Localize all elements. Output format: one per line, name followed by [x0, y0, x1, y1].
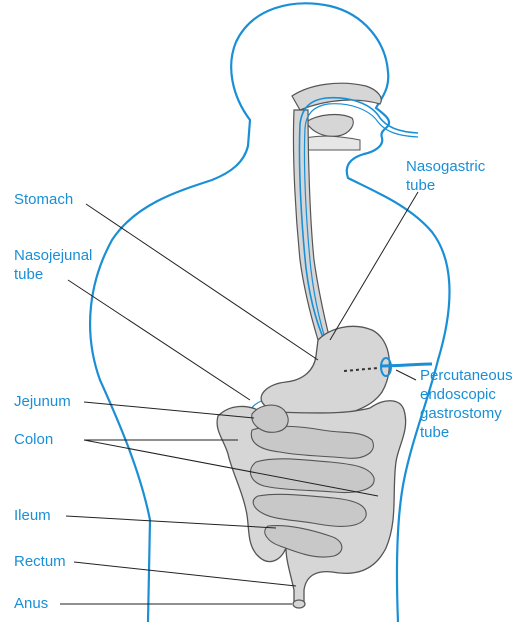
leader-nasogastric	[330, 192, 418, 340]
leader-rectum	[74, 562, 296, 586]
label-nasojejunal-tube: Nasojejunal tube	[14, 246, 92, 284]
label-anus: Anus	[14, 594, 48, 613]
label-colon: Colon	[14, 430, 53, 449]
leader-stomach	[86, 204, 318, 360]
leader-ileum	[66, 516, 276, 528]
label-nasogastric-tube: Nasogastric tube	[406, 157, 485, 195]
leader-peg	[396, 370, 416, 380]
label-rectum: Rectum	[14, 552, 66, 571]
label-peg-tube: Percutaneous endoscopic gastrostomy tube	[420, 366, 513, 442]
label-ileum: Ileum	[14, 506, 51, 525]
label-stomach: Stomach	[14, 190, 73, 209]
label-jejunum: Jejunum	[14, 392, 71, 411]
anus-organ	[293, 600, 305, 608]
leader-nasojejunal	[68, 280, 250, 400]
stomach-organ	[261, 326, 389, 418]
